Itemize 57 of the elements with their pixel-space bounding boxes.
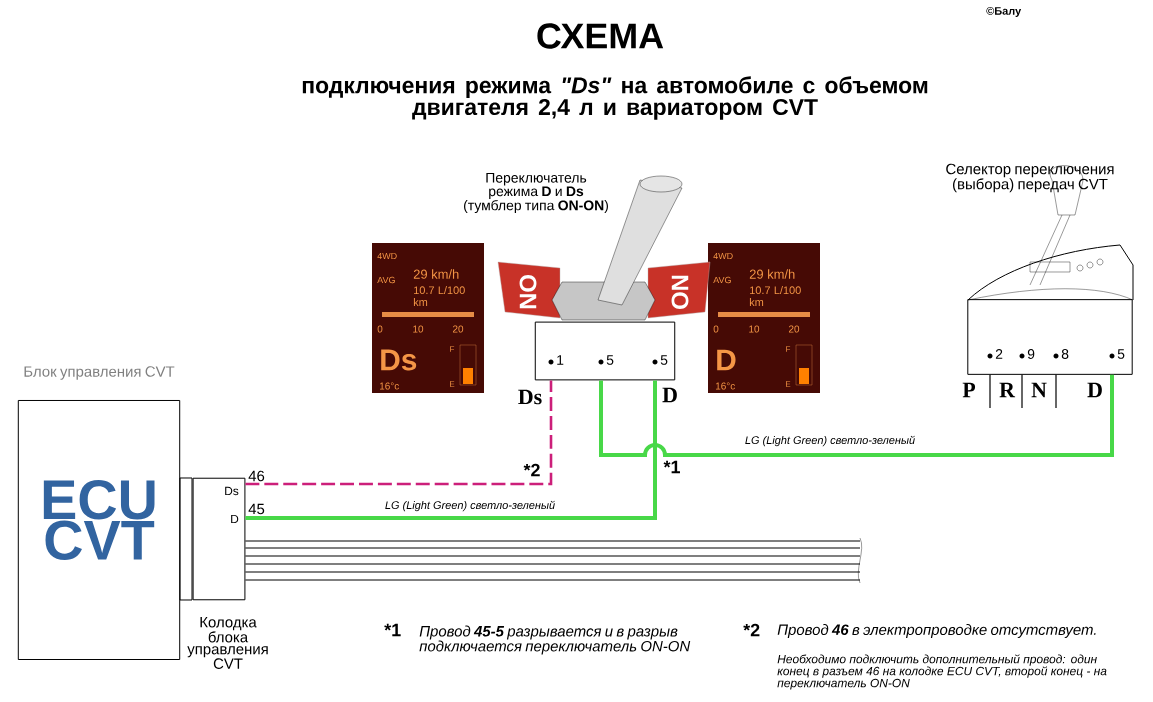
footnote-mark: *2	[743, 623, 760, 637]
wire	[244, 540, 861, 542]
heading: Блок управления CVT	[24, 366, 175, 380]
heading: Колодка блока управления CVT	[187, 617, 268, 669]
gear-letter: N	[1031, 382, 1047, 398]
pin-number: 5	[1117, 349, 1125, 359]
display-text: 0	[377, 325, 383, 333]
wire	[245, 380, 657, 520]
pin-number: 8	[1061, 349, 1069, 359]
footnote-mark: *2	[522, 462, 542, 478]
wire	[1055, 374, 1057, 409]
footnote-mark: *1	[663, 460, 680, 474]
footnote-text: Провод 46 в электропроводке отсутствует.	[777, 624, 1096, 638]
ecu-label: ECU CVT	[43, 480, 155, 560]
display-text: 16°c	[715, 382, 735, 390]
heading: Переключатель режима D и Ds (тумблер типа ON-ON)	[464, 172, 608, 214]
gear-letter: R	[999, 382, 1016, 398]
pin-number: 1	[557, 355, 564, 365]
wire	[245, 380, 553, 486]
pin-number: 46	[248, 470, 265, 482]
pin-number: 9	[1027, 349, 1035, 359]
footnote-text: Провод 45-5 разрывается и в разрыв подключается переключатель ON-ON	[419, 625, 691, 655]
wire	[244, 579, 861, 581]
gear-indicator: Ds	[381, 349, 417, 371]
gear-letter: D	[1087, 382, 1102, 398]
pin-number: 5	[660, 355, 668, 365]
author-note: ©Балу	[986, 7, 1022, 17]
display-text: AVG	[377, 276, 395, 284]
gear-letter: P	[962, 382, 976, 398]
pin-number: 2	[995, 349, 1003, 359]
wire	[599, 374, 1114, 457]
display-text: 4WD	[377, 252, 397, 260]
display-text: 20	[788, 325, 800, 333]
footnote-text: Необходимо подключить дополнительный провод: один конец в разъем 46 на колодке ECU CVT, второй конец - на переключатель ON-ON	[777, 654, 1107, 690]
wire	[244, 555, 861, 557]
display-text: 10.7 L/100 km	[749, 286, 801, 306]
title: СХЕМА	[537, 23, 664, 49]
heading: Селектор переключения (выбора) передач CVT	[946, 163, 1114, 193]
wire	[244, 547, 861, 549]
display-text: 29 km/h	[749, 269, 795, 279]
wire-label: LG (Light Green) светло-зеленый	[743, 434, 917, 448]
wire	[244, 571, 861, 573]
switch-label: ON	[519, 275, 537, 309]
wire	[1021, 374, 1023, 409]
display-text: 10.7 L/100 km	[413, 286, 465, 306]
display-text: 10	[749, 325, 760, 333]
pin-number: 5	[606, 355, 614, 365]
wire	[989, 374, 991, 409]
display-text: 10	[413, 325, 424, 333]
footnote-mark: *1	[384, 623, 401, 637]
wire-label: D	[662, 387, 677, 403]
wire-label: LG (Light Green) светло-зеленый	[383, 499, 557, 513]
wire-label: Ds	[518, 389, 542, 405]
subtitle: подключения режима "Ds" на автомобиле с объемом двигателя 2,4 л и вариатором CVT	[302, 76, 928, 120]
wire	[244, 563, 861, 565]
pin-number: 45	[248, 503, 265, 515]
display-text: 16°c	[379, 382, 399, 390]
